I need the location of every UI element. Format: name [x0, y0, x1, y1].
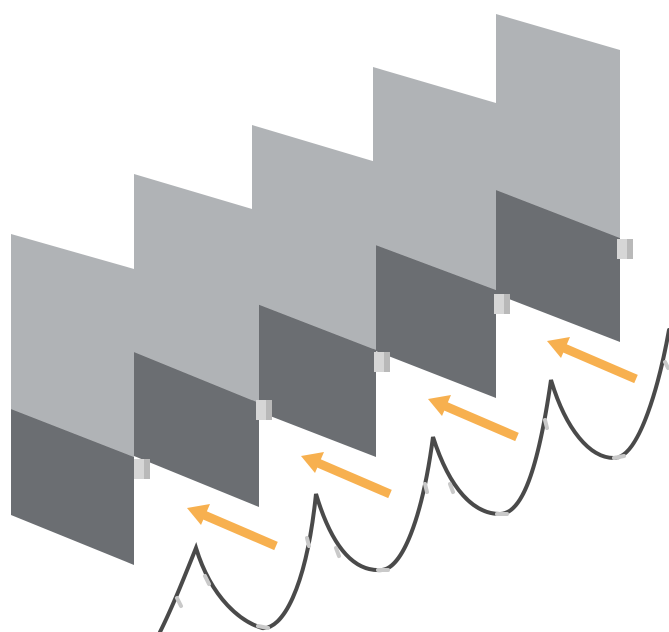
- clip: [374, 352, 390, 372]
- flow-arrow-3: [428, 395, 517, 437]
- panel-5: [496, 14, 620, 342]
- flow-arrow-2: [301, 452, 390, 494]
- panel-4: [373, 67, 496, 398]
- flow-arrow-1: [187, 504, 276, 546]
- panel-2: [134, 174, 259, 507]
- panel-1: [11, 234, 134, 565]
- clip: [617, 239, 633, 259]
- clip: [256, 400, 272, 420]
- clip: [134, 459, 150, 479]
- flow-arrow-4: [547, 337, 636, 379]
- clip: [494, 294, 510, 314]
